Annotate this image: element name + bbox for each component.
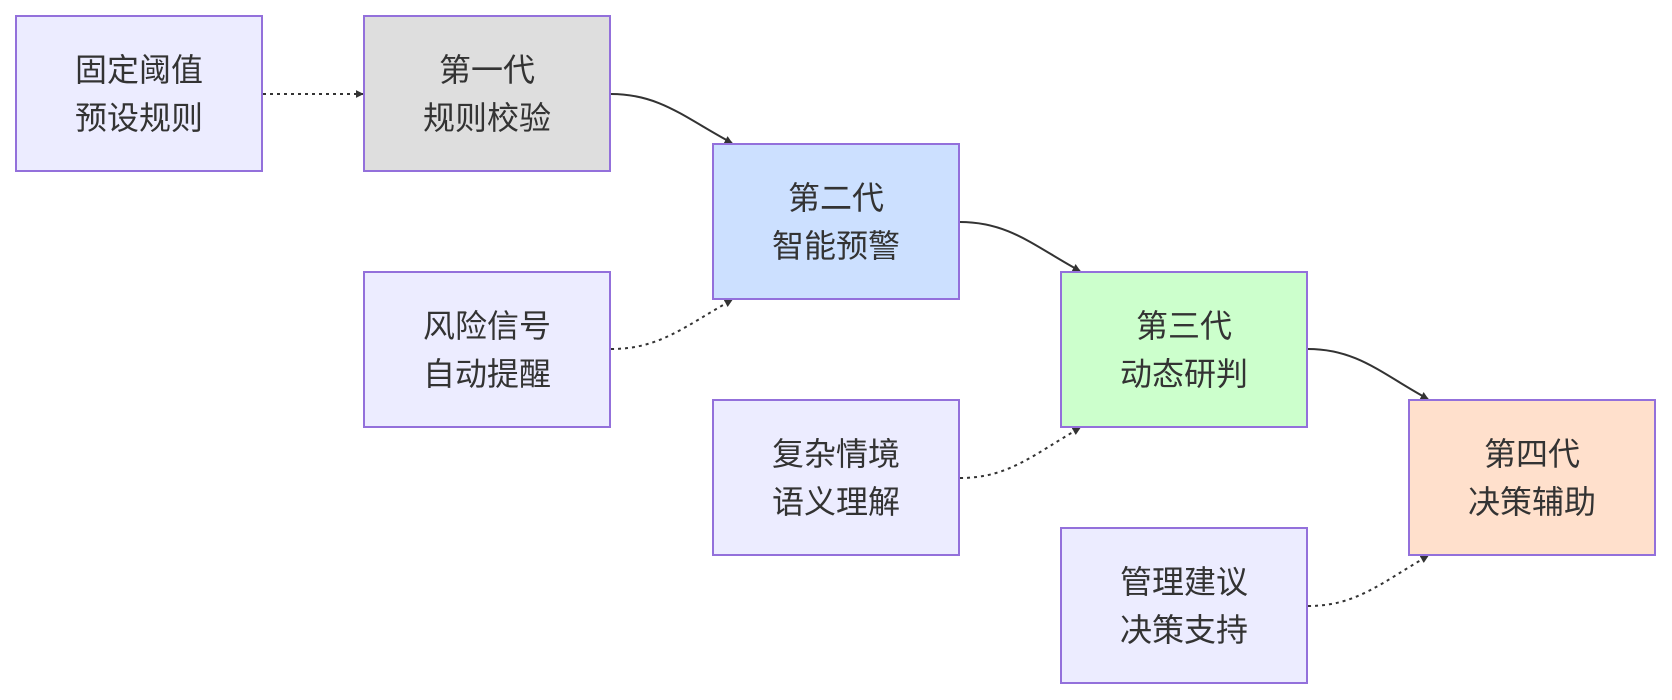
node-fixed-threshold-line2: 预设规则 — [74, 98, 203, 137]
node-generation-2: 第二代 智能预警 — [712, 143, 960, 300]
node-fixed-threshold: 固定阈值 预设规则 — [15, 15, 263, 172]
node-management-advice: 管理建议 决策支持 — [1060, 527, 1308, 684]
edge-gen3-to-gen4 — [1307, 348, 1429, 400]
node-complex-situation-line1: 复杂情境 — [771, 434, 900, 473]
node-generation-1: 第一代 规则校验 — [363, 15, 611, 172]
node-generation-2-subtitle: 智能预警 — [771, 226, 900, 265]
node-risk-signal-line1: 风险信号 — [422, 306, 551, 345]
node-generation-2-title: 第二代 — [787, 178, 884, 217]
node-fixed-threshold-line1: 固定阈值 — [74, 50, 203, 89]
node-generation-4: 第四代 决策辅助 — [1408, 399, 1656, 556]
node-generation-3-title: 第三代 — [1135, 306, 1232, 345]
node-management-advice-line1: 管理建议 — [1119, 562, 1248, 601]
node-generation-1-subtitle: 规则校验 — [422, 98, 551, 137]
node-complex-situation-line2: 语义理解 — [771, 482, 900, 521]
edge-management-advice-to-gen4 — [1307, 555, 1429, 607]
node-risk-signal-line2: 自动提醒 — [422, 354, 551, 393]
node-generation-4-subtitle: 决策辅助 — [1467, 482, 1596, 521]
node-complex-situation: 复杂情境 语义理解 — [712, 399, 960, 556]
node-risk-signal: 风险信号 自动提醒 — [363, 271, 611, 428]
node-generation-3-subtitle: 动态研判 — [1119, 354, 1248, 393]
edge-risk-signal-to-gen2 — [610, 299, 733, 350]
node-generation-1-title: 第一代 — [438, 50, 535, 89]
node-generation-4-title: 第四代 — [1483, 434, 1580, 473]
edge-gen2-to-gen3 — [959, 221, 1081, 272]
node-management-advice-line2: 决策支持 — [1119, 610, 1248, 649]
edge-gen1-to-gen2 — [610, 93, 733, 144]
edge-complex-situation-to-gen3 — [959, 427, 1081, 479]
node-generation-3: 第三代 动态研判 — [1060, 271, 1308, 428]
